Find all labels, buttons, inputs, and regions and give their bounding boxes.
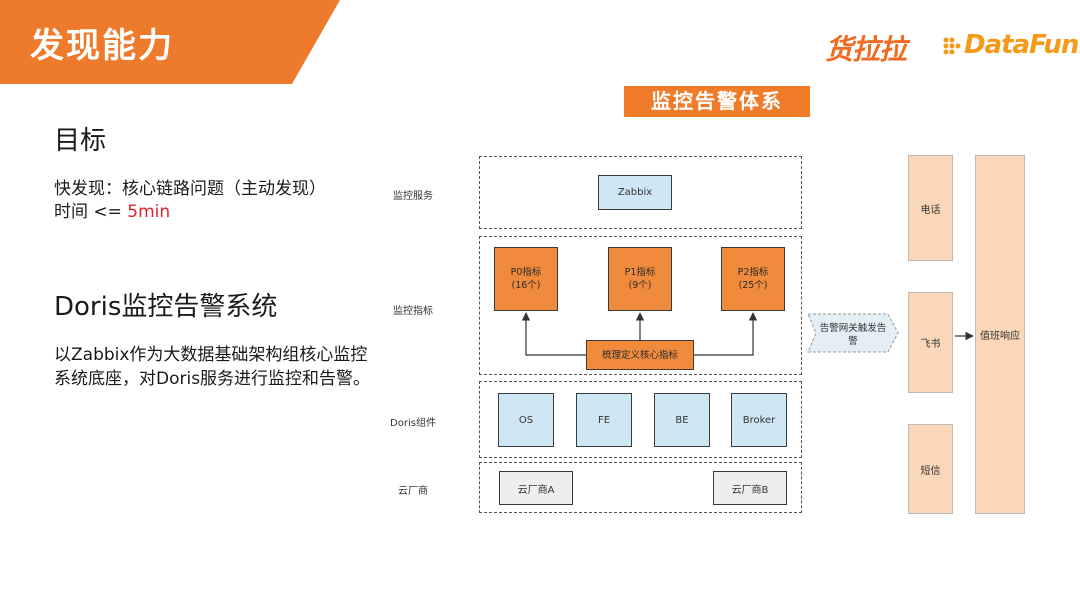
- metric-box-p0: P0指标 (16个): [494, 247, 558, 311]
- goal-time-label: 时间 <=: [54, 202, 128, 222]
- channel-phone: 电话: [908, 155, 953, 261]
- alert-callout-label: 告警网关触发告警: [819, 323, 887, 347]
- datafun-logo: DataFun.: [964, 30, 1080, 60]
- component-box-os: OS: [498, 393, 554, 447]
- metrics-layer: [479, 236, 802, 375]
- diagram-title: 监控告警体系: [624, 86, 810, 117]
- metric-count: (25个): [738, 280, 768, 291]
- description-line-1: 以Zabbix作为大数据基础架构组核心监控: [54, 345, 368, 365]
- component-box-broker: Broker: [731, 393, 787, 447]
- component-box-be: BE: [654, 393, 710, 447]
- goal-line-1: 快发现：核心链路问题（主动发现）: [54, 179, 326, 199]
- zabbix-box: Zabbix: [598, 175, 672, 210]
- row-label-cloud: 云厂商: [398, 486, 428, 497]
- oncall-box: 值班响应: [975, 155, 1025, 514]
- header-banner: [0, 0, 340, 84]
- metric-count: (16个): [511, 280, 541, 291]
- row-label-components: Doris组件: [390, 418, 436, 429]
- component-box-fe: FE: [576, 393, 632, 447]
- metric-name: P2指标: [737, 267, 769, 278]
- cloud-box-a: 云厂商A: [499, 471, 573, 505]
- channel-feishu: 飞书: [908, 292, 953, 393]
- cloud-layer: [479, 462, 802, 513]
- metric-box-p1: P1指标 (9个): [608, 247, 672, 311]
- metric-count: (9个): [628, 280, 652, 291]
- goal-line-2: 时间 <= 5min: [54, 197, 170, 222]
- core-metric-box: 梳理定义核心指标: [586, 340, 694, 370]
- page-title: 发现能力: [30, 26, 174, 66]
- description-line-2: 系统底座，对Doris服务进行监控和告警。: [54, 369, 371, 389]
- huolala-logo: 货拉拉: [825, 33, 907, 66]
- metric-box-p2: P2指标 (25个): [721, 247, 785, 311]
- doris-heading: Doris监控告警系统: [54, 292, 278, 322]
- components-layer: [479, 381, 802, 458]
- row-label-metrics: 监控指标: [393, 306, 433, 317]
- service-layer: [479, 156, 802, 229]
- cloud-box-b: 云厂商B: [713, 471, 787, 505]
- row-label-service: 监控服务: [393, 191, 433, 202]
- metric-name: P0指标: [510, 267, 542, 278]
- metric-name: P1指标: [624, 267, 656, 278]
- datafun-logo-mark-icon: [943, 37, 961, 55]
- goal-time-value: 5min: [127, 202, 171, 222]
- goal-heading: 目标: [54, 126, 107, 156]
- channel-sms: 短信: [908, 424, 953, 514]
